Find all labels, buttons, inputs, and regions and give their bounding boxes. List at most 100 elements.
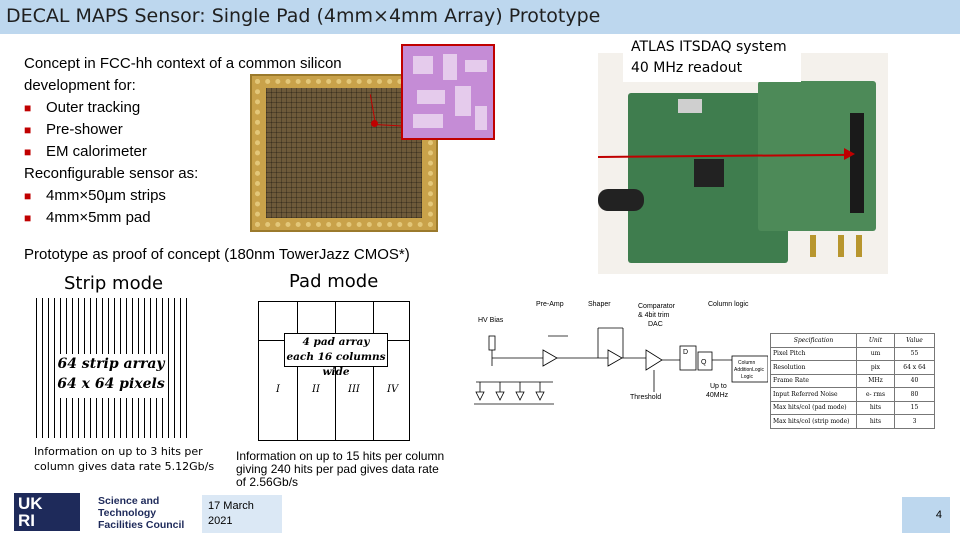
usb-port: [678, 99, 702, 113]
strip-info-line2: column gives data rate 5.12Gb/s: [34, 460, 215, 473]
prototype-text: Prototype as proof of concept (180nm Tow…: [24, 246, 410, 263]
layout-cell: [465, 60, 487, 72]
pad-label: III: [348, 384, 360, 395]
sensor-chip-photo: [250, 74, 438, 232]
bullet-square-icon: ■: [24, 101, 32, 115]
table-cell: Max hits/col (pad mode): [770, 400, 857, 415]
logo-mark-line2: RI: [18, 511, 35, 530]
stfc-name: Science and Technology Facilities Counci…: [98, 495, 184, 531]
table-row: Max hits/col (strip mode) hits 3: [770, 414, 935, 429]
d-label: D: [683, 349, 688, 356]
strip-mode-figure: 64 strip array 64 x 64 pixels: [36, 298, 190, 438]
table-cell: 15: [894, 400, 935, 415]
up-to-label-2: 40MHz: [706, 392, 729, 399]
strip-figure-line2: 64 x 64 pixels: [57, 376, 165, 392]
sma-connector: [856, 235, 862, 257]
cable: [598, 189, 644, 211]
page-number-box: 4: [902, 497, 950, 533]
pad-label: I: [276, 384, 280, 395]
bullet-item: ■ Outer tracking: [24, 97, 342, 119]
table-cell: Pixel Pitch: [770, 346, 857, 361]
date-line1: 17 March: [208, 500, 254, 512]
sma-connector: [810, 235, 816, 257]
column-logic-label: Column logic: [708, 301, 749, 308]
pixel-layout-zoom: [401, 44, 495, 140]
pad-figure-label: 4 pad array each 16 columns wide: [284, 333, 388, 378]
layout-cell: [417, 90, 445, 104]
pad-mode-info: Information on up to 15 hits per column …: [236, 450, 506, 489]
specification-table: Specification Unit Value Pixel Pitch um …: [770, 333, 935, 429]
pixel-matrix: [266, 88, 422, 218]
ukri-logo-mark: UK RI: [14, 493, 80, 531]
comparator-label-3: DAC: [648, 321, 663, 328]
comparator-label-2: & 4bit trim: [638, 312, 670, 319]
bullet-square-icon: ■: [24, 145, 32, 159]
bullet-square-icon: ■: [24, 211, 32, 225]
hv-bias-label: HV Bias: [478, 317, 504, 324]
table-cell: 64 x 64: [894, 360, 935, 375]
pad-info-line1: Information on up to 15 hits per column: [236, 449, 445, 463]
col-logic-text-3: Logic: [741, 374, 753, 380]
bullet-label: 4mm×50μm strips: [46, 187, 166, 204]
circuit-wires: [474, 327, 768, 405]
table-header-cell: Value: [894, 333, 935, 348]
table-cell: hits: [856, 400, 895, 415]
q-label: Q: [701, 359, 707, 366]
logo-name-line2: Technology: [98, 507, 157, 519]
table-row: Frame Rate MHz 40: [770, 373, 935, 388]
concept-text-block: Concept in FCC-hh context of a common si…: [24, 53, 342, 229]
pad-figure-line1: 4 pad array: [302, 336, 370, 348]
sma-connector: [838, 235, 844, 257]
itsdaq-label: ATLAS ITSDAQ system 40 MHz readout: [623, 34, 801, 82]
bullet-item: ■ EM calorimeter: [24, 141, 342, 163]
strip-mode-heading: Strip mode: [64, 273, 164, 294]
pad-divider: [335, 302, 336, 440]
shaper-label: Shaper: [588, 301, 611, 308]
pad-info-line2: giving 240 hits per pad gives data rate: [236, 462, 439, 476]
pad-label: II: [312, 384, 320, 395]
col-logic-text-1: Column: [738, 360, 755, 366]
table-row: Pixel Pitch um 55: [770, 346, 935, 361]
table-cell: e- rms: [856, 387, 895, 402]
date-line2: 2021: [208, 515, 233, 527]
strip-info-line1: Information on up to 3 hits per: [34, 445, 203, 458]
bullet-label: Outer tracking: [46, 99, 141, 116]
table-cell: 80: [894, 387, 935, 402]
bullet-square-icon: ■: [24, 189, 32, 203]
bullet-label: EM calorimeter: [46, 143, 147, 160]
reconfig-line: Reconfigurable sensor as:: [24, 165, 199, 182]
itsdaq-line2: 40 MHz readout: [631, 60, 743, 76]
title-bar: DECAL MAPS Sensor: Single Pad (4mm×4mm A…: [0, 0, 960, 34]
pixel-circuit-diagram: Pre-Amp Shaper Comparator & 4bit trim DA…: [474, 301, 768, 405]
concept-intro-line1: Concept in FCC-hh context of a common si…: [24, 55, 342, 72]
layout-cell: [413, 56, 433, 74]
logo-name-line1: Science and: [98, 495, 160, 507]
strip-figure-label: 64 strip array 64 x 64 pixels: [56, 354, 166, 398]
pad-divider: [373, 302, 374, 440]
pad-label: IV: [387, 384, 399, 395]
table-cell: Frame Rate: [770, 373, 857, 388]
board-connector: [850, 113, 864, 213]
pointer-arrow-head: [844, 148, 855, 160]
bullet-item: ■ 4mm×50μm strips: [24, 185, 342, 207]
layout-cell: [475, 106, 487, 130]
ukri-stfc-logo: UK RI Science and Technology Facilities …: [14, 493, 184, 531]
table-header-cell: Specification: [770, 333, 857, 348]
date-box: 17 March 2021: [202, 495, 282, 533]
strip-mode-info: Information on up to 3 hits per column g…: [34, 444, 234, 474]
table-cell: Max hits/col (strip mode): [770, 414, 857, 429]
layout-cell: [455, 86, 471, 116]
bullet-item: ■4mm×5mm pad: [24, 207, 342, 229]
pad-mode-heading: Pad mode: [289, 271, 379, 292]
slide-title: DECAL MAPS Sensor: Single Pad (4mm×4mm A…: [6, 5, 601, 27]
concept-intro-line2: development for:: [24, 77, 136, 94]
table-row: Resolution pix 64 x 64: [770, 360, 935, 375]
table-header-row: Specification Unit Value: [770, 333, 935, 348]
table-row: Input Referred Noise e- rms 80: [770, 387, 935, 402]
up-to-label-1: Up to: [710, 383, 727, 390]
layout-cell: [443, 54, 457, 80]
preamp-label: Pre-Amp: [536, 301, 564, 308]
col-logic-text-2: AdditionLogic: [734, 367, 765, 373]
pad-figure-line2: each 16 columns wide: [286, 351, 386, 378]
table-cell: 55: [894, 346, 935, 361]
